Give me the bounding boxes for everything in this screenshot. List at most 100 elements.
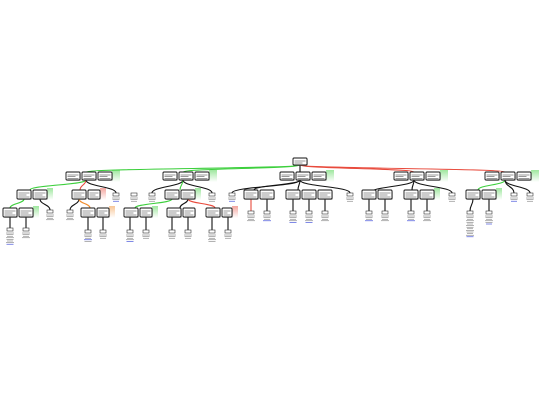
b3-leaf-7[interactable] [321, 210, 329, 222]
b4-child-3[interactable] [403, 189, 419, 200]
b5-leaf-1[interactable] [510, 192, 518, 202]
b1-gc-4[interactable] [96, 207, 110, 218]
b1-child-tail-2 [100, 188, 106, 200]
edge-b1-3a [69, 198, 80, 211]
b2-leaf-3[interactable] [126, 229, 134, 242]
b1-leaf-2[interactable] [130, 192, 138, 202]
b1-leaf-7[interactable] [84, 229, 92, 242]
b3-leaf-3[interactable] [247, 210, 255, 222]
edge-root-branch-5 [299, 164, 506, 173]
b3-leaf-4[interactable] [263, 210, 271, 222]
edge-b2-2a [179, 198, 189, 209]
branch-1-tail [112, 170, 120, 182]
b4-leaf-1[interactable] [448, 192, 456, 202]
b4-leaf-2[interactable] [365, 210, 373, 222]
b2-gc-3[interactable] [166, 207, 182, 218]
b5-leaf-2[interactable] [526, 192, 534, 202]
b1-gc-2[interactable] [18, 207, 34, 218]
b2-child-2[interactable] [180, 189, 196, 200]
branch-5-node-1[interactable] [484, 171, 500, 181]
b1-child-3[interactable] [71, 189, 87, 200]
edge-b5-a [477, 179, 506, 191]
b2-gc-5[interactable] [205, 207, 221, 218]
b4-child-1[interactable] [361, 189, 377, 200]
b3-child-4[interactable] [301, 189, 317, 200]
b3-child-5[interactable] [317, 189, 333, 200]
b4-leaf-3[interactable] [381, 210, 389, 222]
edge-layer [9, 164, 539, 230]
b3-leaf-5[interactable] [289, 210, 297, 223]
edge-b1-1a [9, 198, 25, 209]
b5-child-2[interactable] [481, 189, 497, 200]
b3-child-2[interactable] [259, 189, 275, 200]
branch-3-node-1[interactable] [279, 171, 295, 181]
b1-gc-tail-2 [109, 206, 115, 218]
edge-b1-1b [39, 198, 51, 211]
b2-gc-tail [152, 206, 158, 218]
b2-gc-2[interactable] [139, 207, 153, 218]
b2-leaf-6[interactable] [184, 229, 192, 239]
edge-b3-b [253, 179, 301, 191]
b4-leaf-4[interactable] [407, 210, 415, 222]
branch-2-node-1[interactable] [162, 171, 178, 181]
b2-gc-tail-2 [232, 206, 238, 218]
edge-b2-2b [187, 198, 216, 209]
branch-5-node-2[interactable] [500, 171, 516, 181]
b1-gc-1[interactable] [2, 207, 18, 218]
b1-leaf-1[interactable] [112, 192, 120, 202]
branch-3-node-3[interactable] [311, 171, 327, 181]
branch-2-node-3[interactable] [194, 171, 210, 181]
b2-leaf-7[interactable] [208, 229, 216, 242]
b1-child-1[interactable] [16, 189, 32, 200]
b4-child-4[interactable] [419, 189, 435, 200]
b3-leaf-2[interactable] [346, 192, 354, 202]
root-node[interactable] [292, 157, 308, 166]
edge-b3-d [299, 179, 351, 194]
branch-4-node-3[interactable] [425, 171, 441, 181]
b2-child-1[interactable] [164, 189, 180, 200]
b2-gc-6[interactable] [221, 207, 233, 218]
b3-child-1[interactable] [243, 189, 259, 200]
b3-leaf-6[interactable] [305, 210, 313, 223]
branch-1-node-2[interactable] [81, 171, 97, 181]
branch-1-node-3[interactable] [97, 171, 113, 181]
branch-1-node-1[interactable] [65, 171, 81, 181]
b5-leaf-4[interactable] [485, 210, 493, 225]
branch-4-node-2[interactable] [409, 171, 425, 181]
b3-child-3[interactable] [285, 189, 301, 200]
b2-leaf-8[interactable] [224, 229, 232, 239]
branch-3-node-2[interactable] [295, 171, 311, 181]
b1-child-4[interactable] [87, 189, 101, 200]
b2-leaf-4[interactable] [142, 229, 150, 239]
branch-5-node-3[interactable] [516, 171, 532, 181]
b1-child-2[interactable] [32, 189, 48, 200]
b1-leaf-8[interactable] [99, 229, 107, 239]
node-layer [2, 157, 534, 245]
branch-2-node-2[interactable] [178, 171, 194, 181]
b1-leaf-3[interactable] [46, 209, 54, 221]
b1-leaf-5[interactable] [22, 227, 30, 239]
b2-gc-1[interactable] [123, 207, 139, 218]
b4-child-tail [434, 188, 440, 200]
b4-child-2[interactable] [377, 189, 393, 200]
b5-child-tail [496, 188, 502, 200]
b4-leaf-5[interactable] [423, 210, 431, 222]
b2-leaf-1[interactable] [148, 192, 156, 202]
edge-b2-c [182, 179, 213, 194]
b1-leaf-6[interactable] [66, 209, 74, 221]
branch-4-node-1[interactable] [393, 171, 409, 181]
b2-leaf-2[interactable] [208, 192, 216, 202]
b2-gc-4[interactable] [182, 207, 196, 218]
branch-2-tail [209, 170, 217, 182]
b5-child-1[interactable] [465, 189, 481, 200]
edge-b1-c [85, 179, 117, 194]
edge-b2-1a [134, 198, 173, 209]
b3-leaf-1[interactable] [228, 192, 236, 202]
b1-gc-3[interactable] [80, 207, 96, 218]
branch-5-tail [531, 170, 539, 182]
b2-leaf-5[interactable] [168, 229, 176, 239]
b1-leaf-4[interactable] [6, 227, 14, 245]
b5-leaf-3[interactable] [466, 210, 474, 238]
edge-b1-a [29, 179, 87, 191]
